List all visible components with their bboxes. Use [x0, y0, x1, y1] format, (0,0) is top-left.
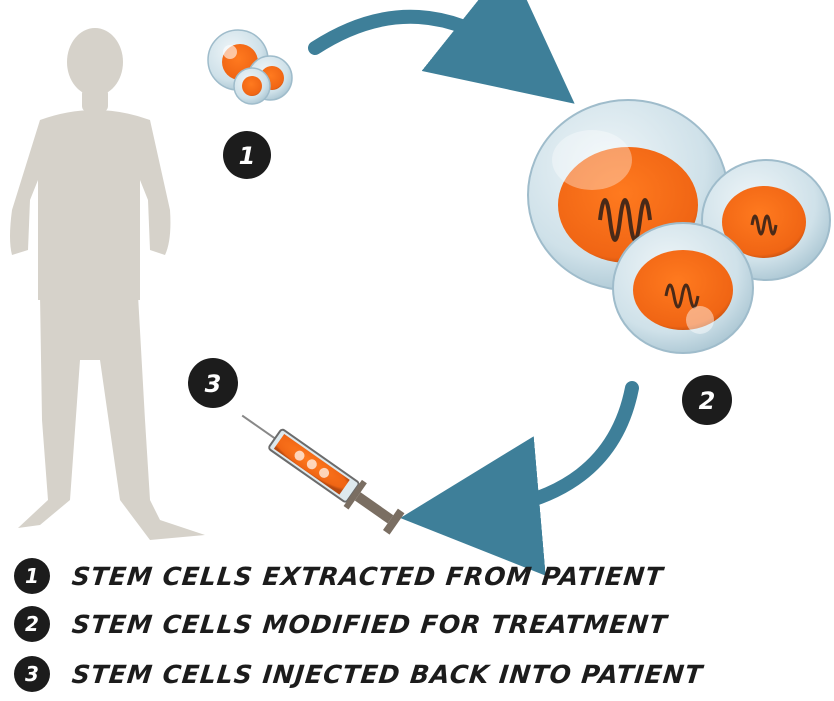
svg-text:2: 2 — [699, 387, 716, 415]
small-cells-icon — [207, 29, 293, 105]
legend-item-3: 3 Stem cells injected back into patient — [14, 654, 814, 694]
curved-arrow-icon — [308, 0, 575, 104]
legend-number-badge: 2 — [14, 606, 50, 642]
curved-arrow-icon — [400, 381, 639, 576]
svg-text:3: 3 — [205, 370, 222, 398]
svg-text:1: 1 — [239, 142, 256, 170]
syringe-icon — [241, 414, 405, 535]
large-cells-icon — [527, 99, 831, 354]
legend-label: Stem cells modified for treatment — [70, 609, 669, 639]
legend-number-badge: 3 — [14, 656, 50, 692]
person-silhouette-icon — [10, 28, 205, 540]
legend-item-1: 1 Stem cells extracted from patient — [14, 556, 814, 596]
step-badge-2: 2 — [682, 375, 732, 425]
step-badge-3: 3 — [188, 358, 238, 408]
legend-label: Stem cells injected back into patient — [70, 659, 705, 689]
legend-label: Stem cells extracted from patient — [70, 561, 665, 591]
legend-number-badge: 1 — [14, 558, 50, 594]
legend-item-2: 2 Stem cells modified for treatment — [14, 604, 814, 644]
step-badge-1: 1 — [223, 131, 271, 179]
